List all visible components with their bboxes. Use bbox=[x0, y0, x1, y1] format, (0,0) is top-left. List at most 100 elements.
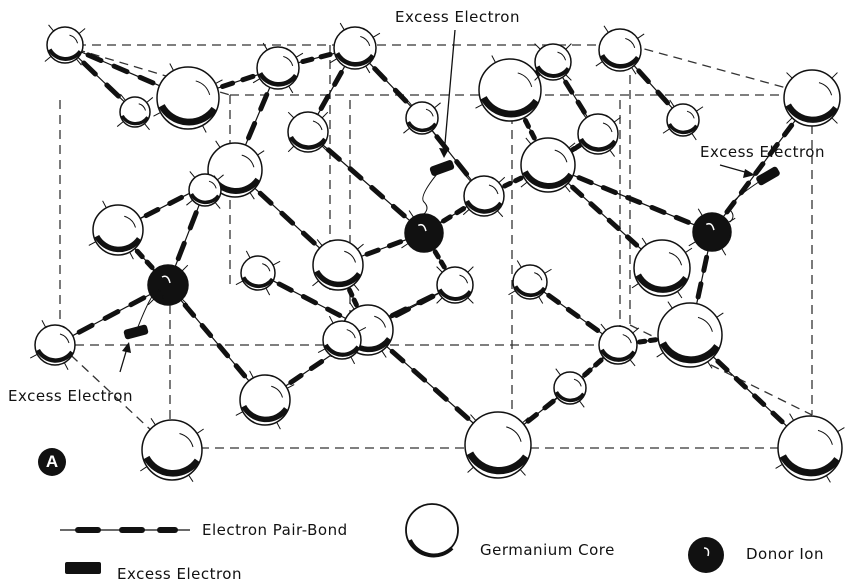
bond-electron-pair bbox=[454, 159, 470, 177]
germanium-core-shadow bbox=[659, 341, 721, 364]
bond-electron-pair bbox=[695, 281, 704, 300]
atom-spike bbox=[786, 72, 793, 79]
atom-spike bbox=[78, 28, 86, 34]
germanium-core-sphere bbox=[207, 142, 263, 198]
atom-spike bbox=[685, 247, 693, 253]
atom-spike bbox=[524, 117, 529, 125]
bond-electron-pair bbox=[724, 199, 737, 215]
germanium-core-highlight bbox=[283, 55, 294, 67]
germanium-core-shadow bbox=[437, 288, 472, 301]
atom-spike bbox=[129, 251, 134, 260]
bond-electron-pair bbox=[625, 195, 643, 205]
germanium-core-sphere bbox=[46, 26, 84, 64]
atom-spike bbox=[595, 61, 603, 67]
atom-spike bbox=[629, 359, 636, 367]
germanium-core-shadow bbox=[258, 72, 298, 87]
germanium-core-sphere bbox=[520, 137, 576, 193]
bond-electron-pair bbox=[574, 142, 583, 150]
bond-electron-pair bbox=[438, 259, 447, 270]
bond-electron-pair bbox=[175, 240, 187, 262]
bond-electron-pair bbox=[647, 337, 659, 344]
germanium-core-shadow bbox=[120, 114, 150, 126]
label-excess-electron-left: Excess Electron bbox=[8, 387, 133, 405]
bond-electron-pair bbox=[276, 281, 294, 293]
bond-electron-pair bbox=[85, 52, 104, 64]
atom-spike bbox=[48, 24, 54, 32]
bond-electron-pair bbox=[588, 201, 603, 215]
atom-spike bbox=[245, 250, 251, 259]
germanium-core-shadow bbox=[600, 54, 640, 69]
bond-electron-pair bbox=[111, 63, 130, 75]
bond-electron-pair bbox=[364, 247, 381, 257]
atom-spike bbox=[498, 176, 506, 183]
atom-spike bbox=[470, 414, 477, 421]
bond-electron-pair bbox=[240, 73, 256, 83]
bond-electron-pair bbox=[187, 210, 199, 231]
atom-spike bbox=[249, 192, 255, 200]
atom-spike bbox=[637, 33, 645, 39]
bond-electron-pair bbox=[625, 234, 640, 248]
atom-spike bbox=[321, 111, 329, 119]
germanium-core-highlight bbox=[124, 215, 136, 228]
germanium-core-shadow bbox=[143, 455, 201, 477]
donor-ion-sphere bbox=[147, 264, 189, 306]
atom-spike bbox=[252, 78, 261, 84]
excess-electrons bbox=[119, 29, 780, 373]
bond-electron-pair bbox=[770, 410, 785, 425]
atom-spike bbox=[667, 301, 673, 309]
germanium-core-sphere bbox=[333, 26, 377, 70]
germanium-core-shadow bbox=[47, 48, 82, 61]
bond-electron-pair bbox=[308, 359, 325, 371]
atom-spike bbox=[555, 368, 561, 376]
atom-spike bbox=[353, 284, 360, 291]
label-excess-electron-right: Excess Electron bbox=[700, 143, 825, 161]
atom-spike bbox=[257, 150, 265, 156]
atom-spike bbox=[403, 127, 410, 134]
germanium-core-shadow bbox=[465, 199, 503, 214]
legend-graphics bbox=[60, 503, 724, 574]
bond-electron-pair bbox=[416, 293, 435, 306]
bond-electron-pair bbox=[411, 367, 428, 383]
atom-spike bbox=[147, 298, 155, 306]
atom-spike bbox=[632, 327, 640, 334]
excess-electron-bar bbox=[123, 324, 149, 340]
atom-spike bbox=[357, 243, 364, 250]
germanium-core-shadow bbox=[94, 234, 142, 253]
atom-spike bbox=[321, 145, 329, 153]
germanium-core-shadow bbox=[480, 95, 540, 118]
atom-spike bbox=[272, 260, 281, 266]
atom-spike bbox=[215, 79, 223, 84]
bond-electron-pair bbox=[525, 412, 539, 424]
atom-spike bbox=[436, 297, 443, 304]
germanium-core-sphere bbox=[598, 28, 642, 72]
germanium-core-sphere bbox=[239, 374, 291, 426]
legend-germanium-core-shadow bbox=[408, 539, 454, 558]
germanium-core-shadow bbox=[36, 348, 74, 363]
atom-spike bbox=[288, 85, 294, 94]
atom-spike bbox=[295, 52, 304, 58]
atom-spike bbox=[76, 58, 82, 66]
atom-spike bbox=[102, 200, 107, 209]
bond-electron-pair bbox=[143, 207, 161, 219]
germanium-core-shadow bbox=[289, 135, 327, 150]
atom-spike bbox=[140, 466, 148, 472]
bond-electron-pair bbox=[781, 122, 795, 138]
atom-spike bbox=[196, 428, 204, 434]
germanium-core-shadow bbox=[241, 404, 289, 423]
germanium-core-sphere bbox=[34, 324, 76, 366]
germanium-core-highlight bbox=[622, 334, 632, 344]
bond-electron-pair bbox=[134, 248, 145, 260]
germanium-core-shadow bbox=[324, 343, 360, 357]
bond-electron-pair bbox=[454, 206, 467, 216]
germanium-core-highlight bbox=[506, 426, 522, 442]
excess-electron-bar bbox=[756, 166, 780, 186]
bond-electron-pair bbox=[300, 230, 317, 246]
bond-electron-pair bbox=[372, 66, 388, 82]
germanium-core-sphere bbox=[322, 320, 362, 360]
atom-spike bbox=[564, 185, 571, 193]
atom-spike bbox=[44, 56, 52, 62]
atom-spike bbox=[358, 326, 367, 332]
bond-electron-pair bbox=[563, 79, 575, 95]
bond-electron-pair bbox=[258, 92, 270, 112]
atom-spike bbox=[188, 474, 194, 482]
